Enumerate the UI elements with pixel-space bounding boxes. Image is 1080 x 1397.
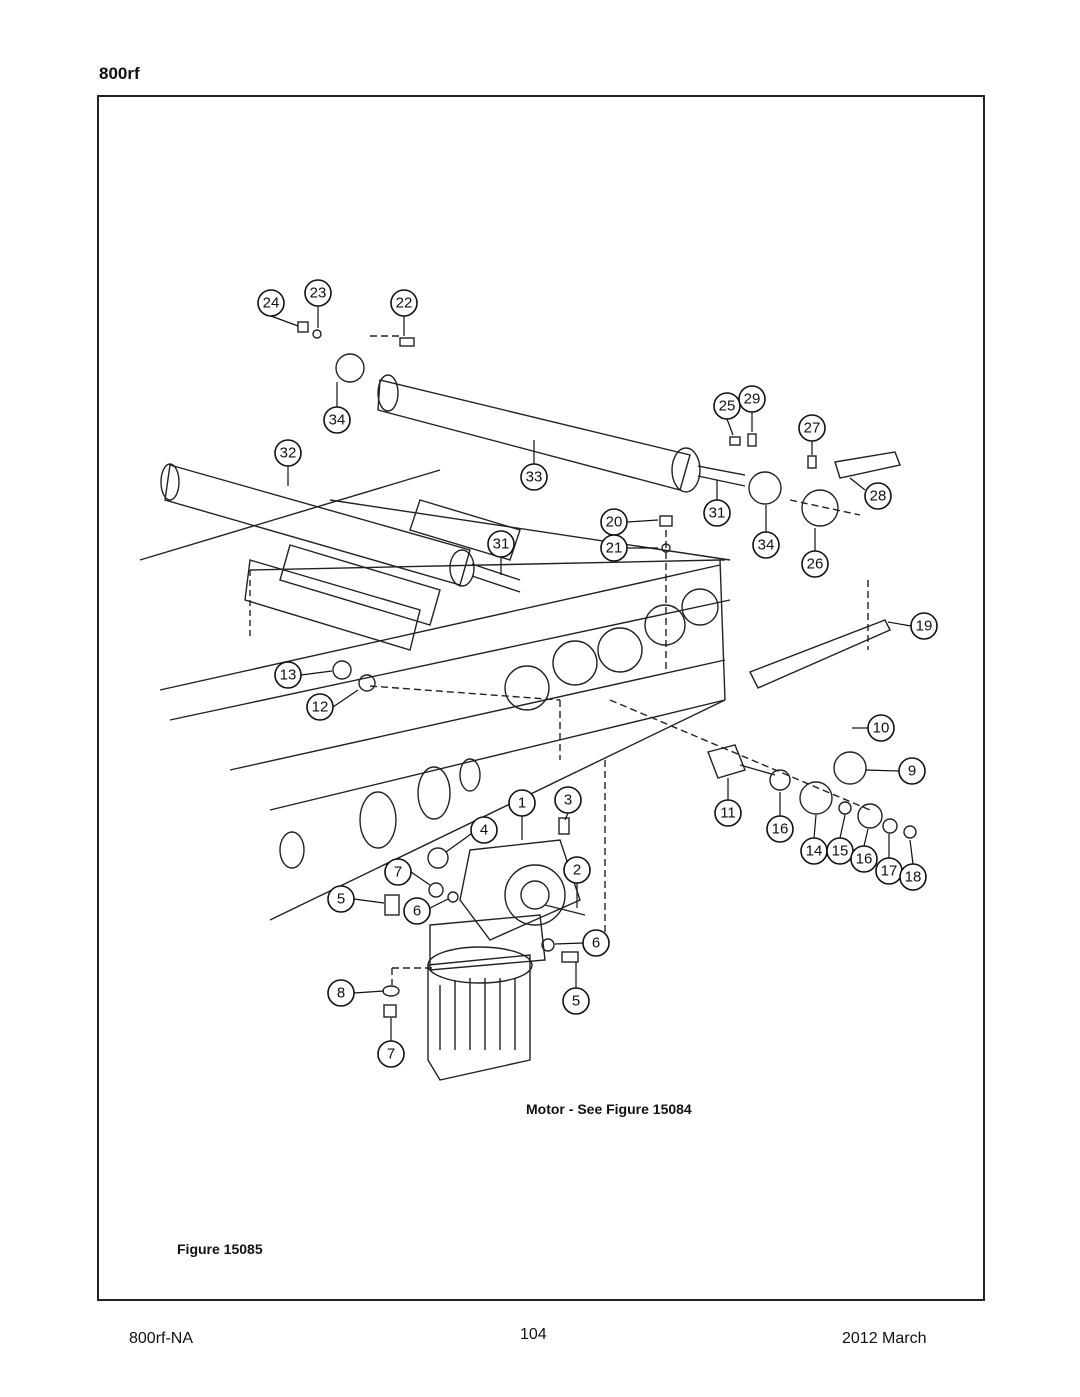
callout-label: 32 <box>280 445 297 462</box>
footer-document-id: 800rf-NA <box>129 1330 194 1347</box>
footer-page-number: 104 <box>520 1326 547 1343</box>
callout-label: 22 <box>396 295 413 312</box>
callout-label: 20 <box>606 514 623 531</box>
callout-label: 6 <box>592 935 600 952</box>
callout-label: 16 <box>856 851 873 868</box>
callout-label: 34 <box>329 412 346 429</box>
callout-label: 1 <box>518 795 526 812</box>
callout-label: 10 <box>873 720 890 737</box>
callout-label: 2 <box>573 862 581 879</box>
footer-date: 2012 March <box>842 1330 927 1347</box>
callout-label: 6 <box>413 903 421 920</box>
callout-label: 23 <box>310 285 327 302</box>
callout-label: 5 <box>337 891 345 908</box>
callout-label: 14 <box>806 843 823 860</box>
callout-6a <box>403 897 431 925</box>
callout-label: 12 <box>312 699 329 716</box>
callout-label: 5 <box>572 993 580 1010</box>
callout-label: 11 <box>720 805 736 822</box>
callout-label: 15 <box>832 843 849 860</box>
callout-label: 13 <box>280 667 297 684</box>
callout-label: 4 <box>480 822 488 839</box>
callout-4 <box>470 816 498 844</box>
callout-label: 27 <box>804 420 821 437</box>
figure-frame <box>97 95 985 1301</box>
callout-label: 3 <box>564 792 572 809</box>
callout-28 <box>864 482 892 510</box>
callout-label: 21 <box>606 540 623 557</box>
callout-label: 7 <box>387 1046 395 1063</box>
page-header-title: 800rf <box>99 64 140 83</box>
frame-line <box>139 469 441 561</box>
callout-label: 26 <box>807 556 824 573</box>
callout-label: 16 <box>772 821 789 838</box>
callout-label: 18 <box>905 869 922 886</box>
motor-reference-caption: Motor - See Figure 15084 <box>526 1101 692 1117</box>
callout-label: 29 <box>744 391 761 408</box>
callout-label: 9 <box>908 763 916 780</box>
callout-label: 17 <box>881 863 898 880</box>
callout-label: 25 <box>719 398 736 415</box>
callout-label: 34 <box>758 537 775 554</box>
callout-label: 31 <box>709 505 726 522</box>
callout-label: 7 <box>394 864 402 881</box>
figure-number-label: Figure 15085 <box>177 1241 263 1257</box>
callout-label: 19 <box>916 618 933 635</box>
callout-label: 28 <box>870 488 887 505</box>
callout-label: 24 <box>263 295 280 312</box>
callout-label: 33 <box>526 469 543 486</box>
callout-label: 31 <box>493 536 510 553</box>
callout-label: 8 <box>337 985 345 1002</box>
